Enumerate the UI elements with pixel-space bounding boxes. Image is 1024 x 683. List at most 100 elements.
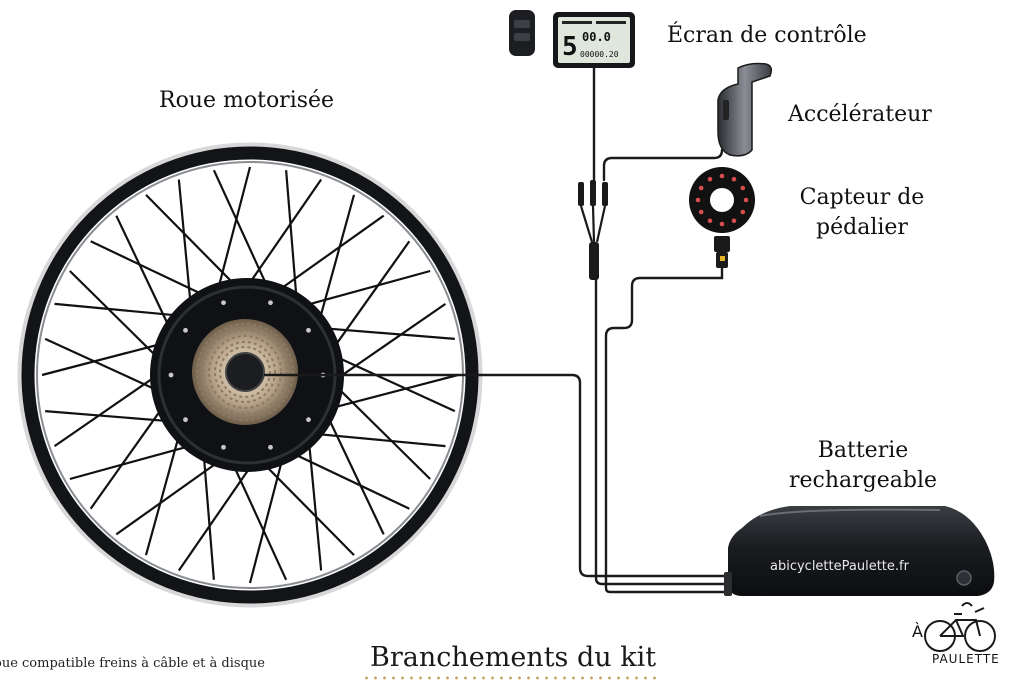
battery-connectors bbox=[724, 572, 732, 596]
title-dotted-underline bbox=[362, 676, 662, 680]
sensor-magnet bbox=[698, 209, 704, 215]
battery-key-lock bbox=[956, 570, 972, 586]
spoke bbox=[331, 353, 456, 413]
hub-bolt bbox=[168, 372, 174, 378]
compatibility-note: oue compatible freins à câble et à disqu… bbox=[0, 656, 265, 671]
hub-bolt bbox=[221, 444, 226, 450]
spoke bbox=[177, 458, 257, 572]
hub-bolts bbox=[168, 300, 326, 450]
motor-wheel bbox=[17, 142, 483, 608]
spoke bbox=[272, 214, 385, 296]
spoke bbox=[332, 382, 431, 480]
hub-bolt bbox=[306, 417, 311, 423]
label-battery: Batterie rechargeable bbox=[780, 436, 946, 496]
cassette-ring bbox=[219, 346, 271, 398]
motor-cable bbox=[263, 373, 726, 578]
spoke bbox=[248, 451, 286, 584]
hub-bolt bbox=[268, 444, 273, 450]
lcd-assist-level: 5 bbox=[562, 32, 578, 62]
sensor-magnet bbox=[719, 173, 725, 179]
spoke bbox=[333, 302, 447, 382]
spoke bbox=[228, 456, 288, 581]
spoke bbox=[201, 444, 215, 580]
spoke bbox=[285, 170, 299, 306]
spoke bbox=[54, 302, 190, 318]
battery-brand: abicyclettePaulette.fr bbox=[770, 559, 910, 574]
spoke bbox=[214, 166, 252, 299]
loom-cable bbox=[594, 278, 726, 586]
lcd-screen bbox=[558, 17, 630, 63]
battery: abicyclettePaulette.fr bbox=[724, 506, 995, 596]
logo-name: PAULETTE bbox=[932, 652, 1000, 666]
spoke bbox=[144, 424, 184, 556]
spoke bbox=[115, 215, 176, 339]
spoke bbox=[243, 178, 323, 292]
spoke bbox=[324, 411, 385, 535]
spoke bbox=[329, 240, 411, 353]
battery-body bbox=[728, 506, 995, 596]
logo-prefix: À bbox=[912, 622, 924, 641]
pedal-sensor-cable bbox=[604, 266, 726, 594]
cassette-ring bbox=[208, 335, 282, 409]
spoke bbox=[212, 169, 272, 294]
label-pedal-sensor-line2: pédalier bbox=[816, 215, 908, 240]
cables bbox=[263, 66, 726, 594]
spoke bbox=[257, 457, 355, 556]
spoke bbox=[69, 270, 168, 368]
sensor-magnet bbox=[740, 185, 746, 191]
cassette-ring bbox=[196, 323, 294, 421]
throttle bbox=[717, 62, 773, 157]
lcd-speed: 00.0 bbox=[582, 30, 611, 44]
cassette-ring bbox=[202, 329, 288, 415]
spoke bbox=[53, 368, 167, 448]
cassette-ring bbox=[214, 341, 276, 403]
hub-bolt bbox=[306, 327, 311, 333]
hub-bolt bbox=[183, 327, 188, 333]
sensor-magnet bbox=[695, 197, 701, 203]
sensor-magnet bbox=[707, 218, 713, 224]
diagram-title: Branchements du kit bbox=[370, 642, 657, 673]
spoke bbox=[307, 435, 323, 571]
lcd-odometer: 00000.20 bbox=[580, 50, 619, 59]
hub-bolt bbox=[221, 300, 226, 306]
control-display: 5 00.0 00000.20 bbox=[509, 10, 635, 68]
label-pedal-sensor: Capteur de pédalier bbox=[786, 183, 938, 243]
spoke bbox=[319, 326, 455, 340]
spoke bbox=[177, 179, 193, 315]
spoke bbox=[41, 339, 174, 377]
sensor-magnet bbox=[731, 176, 737, 182]
spoke bbox=[299, 269, 431, 309]
sensor-magnet bbox=[707, 176, 713, 182]
cable-splitter bbox=[578, 180, 608, 280]
hub-bolt bbox=[183, 417, 188, 423]
pedal-sensor bbox=[689, 167, 755, 268]
hub-bolt bbox=[268, 300, 273, 306]
spoke bbox=[310, 432, 446, 448]
sensor-magnet bbox=[743, 197, 749, 203]
label-battery-line1: Batterie bbox=[817, 438, 909, 463]
throttle-cable bbox=[602, 148, 724, 182]
axle bbox=[225, 352, 265, 392]
label-throttle: Accélérateur bbox=[788, 102, 932, 127]
spoke bbox=[69, 441, 201, 481]
spoke bbox=[45, 410, 181, 424]
wheel-spokes bbox=[41, 166, 459, 584]
sensor-magnet bbox=[698, 185, 704, 191]
paulette-logo bbox=[924, 602, 996, 652]
spoke bbox=[90, 240, 214, 301]
sensor-magnet bbox=[719, 221, 725, 227]
spoke bbox=[115, 454, 228, 536]
spoke bbox=[44, 337, 169, 397]
spoke bbox=[89, 397, 171, 510]
label-control-screen: Écran de contrôle bbox=[667, 23, 867, 48]
label-battery-line2: rechargeable bbox=[788, 468, 938, 493]
spoke bbox=[145, 194, 243, 293]
sensor-magnet bbox=[740, 209, 746, 215]
spoke bbox=[326, 373, 459, 411]
label-motor-wheel: Roue motorisée bbox=[159, 88, 335, 113]
spoke bbox=[286, 449, 410, 510]
label-pedal-sensor-line1: Capteur de bbox=[799, 185, 925, 210]
sensor-magnet bbox=[731, 218, 737, 224]
spoke bbox=[316, 194, 356, 326]
